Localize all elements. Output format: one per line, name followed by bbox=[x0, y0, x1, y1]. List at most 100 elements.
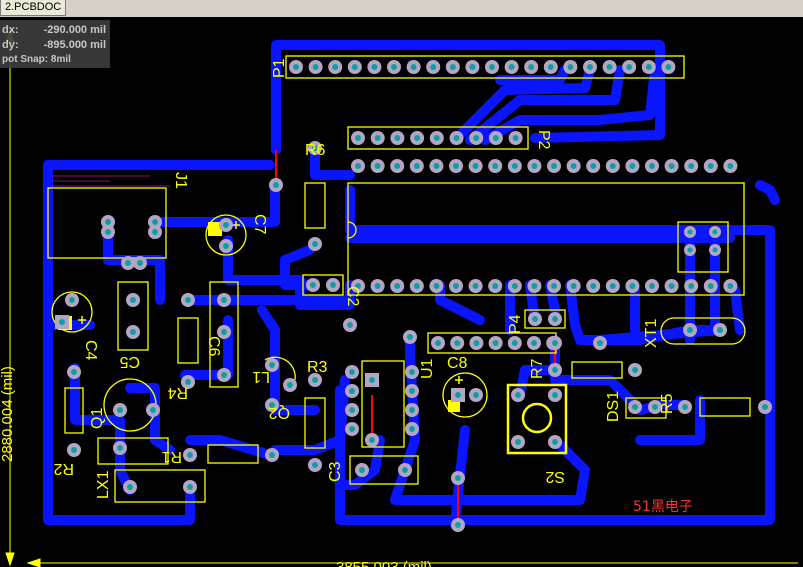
r2-outline bbox=[64, 387, 84, 434]
j1-fine-text bbox=[52, 175, 170, 187]
s2-pad-hole bbox=[515, 392, 521, 398]
label-c6: C6 bbox=[205, 336, 222, 357]
label-r6: R6 bbox=[305, 142, 326, 159]
c7-pad-hole bbox=[223, 222, 229, 228]
c8-header-pad-hole bbox=[454, 340, 461, 346]
u2-pad-hole bbox=[433, 163, 440, 169]
p1-pad-hole bbox=[332, 64, 339, 70]
q1-pad-hole bbox=[150, 407, 156, 413]
r7-pad-hole bbox=[597, 340, 603, 346]
c8-header-pad-hole bbox=[531, 340, 537, 346]
u2-pad-hole bbox=[649, 283, 655, 289]
c4-pad-hole bbox=[69, 297, 75, 303]
label-r3: R3 bbox=[307, 359, 328, 376]
c8-can-outline bbox=[442, 372, 488, 418]
u2-pad-hole bbox=[492, 163, 499, 169]
p1-pad-hole bbox=[626, 64, 633, 70]
jumper-pad-hole bbox=[273, 182, 279, 188]
ds1-pad-hole bbox=[632, 404, 638, 410]
u2-pad-hole bbox=[551, 283, 557, 289]
q2-pad-hole bbox=[269, 362, 275, 368]
r1-pad-hole bbox=[187, 452, 193, 458]
u1-pad-hole bbox=[409, 388, 415, 394]
p2-pad-hole bbox=[512, 135, 519, 141]
label-s2: S2 bbox=[545, 468, 565, 485]
p2-outline bbox=[347, 126, 529, 150]
xt1-outline bbox=[660, 317, 746, 345]
u1-outline bbox=[361, 360, 405, 448]
snap-status: pot Snap: 8mil bbox=[2, 54, 71, 65]
c5-outline bbox=[117, 281, 149, 351]
component-pads bbox=[55, 60, 772, 532]
u2-pad-hole bbox=[492, 283, 499, 289]
p1-pad-hole bbox=[606, 64, 613, 70]
u2-pad-hole bbox=[355, 283, 361, 289]
c1-pad-hole bbox=[712, 229, 718, 235]
c5-pad-hole bbox=[130, 329, 136, 335]
u2-pad-hole bbox=[413, 163, 420, 169]
r2-pad-hole bbox=[71, 369, 77, 375]
c1-pad-hole bbox=[687, 229, 693, 235]
r3-pad-hole bbox=[312, 377, 318, 383]
u2-pad-hole bbox=[668, 283, 675, 289]
p1-pad-hole bbox=[547, 64, 554, 70]
p1-pad-hole bbox=[351, 64, 358, 70]
ds1-pad-hole bbox=[652, 404, 658, 410]
lx1-pad-hole bbox=[127, 484, 133, 490]
watermark-text: 51黑电子 bbox=[633, 499, 693, 515]
j1-outline bbox=[47, 187, 167, 259]
u2-pad-hole bbox=[609, 283, 616, 289]
c6-pad-hole bbox=[221, 297, 227, 303]
u2-pad-hole bbox=[374, 163, 381, 169]
p2-pad-hole bbox=[492, 135, 499, 141]
p1-pad-hole bbox=[430, 64, 437, 70]
u1-pad-hole bbox=[349, 407, 355, 413]
label-c4: C4 bbox=[82, 340, 99, 361]
c1-pad-hole bbox=[712, 247, 718, 253]
q2-pad-hole bbox=[269, 402, 275, 408]
label-r2: R2 bbox=[53, 460, 74, 477]
q2-pad-hole bbox=[287, 382, 293, 388]
p1-pad-hole bbox=[645, 64, 652, 70]
label-r1: R1 bbox=[161, 448, 182, 465]
r6-pad-hole bbox=[312, 145, 318, 151]
lx1-outline bbox=[114, 469, 206, 503]
u2-pad-hole bbox=[355, 163, 361, 169]
u2-pad-hole bbox=[727, 163, 734, 169]
label-j1: J1 bbox=[172, 172, 189, 189]
u1-pad-hole bbox=[369, 437, 375, 443]
r5-pad-hole bbox=[762, 404, 768, 410]
c3-pad-hole bbox=[359, 467, 365, 473]
p4-pad-hole bbox=[552, 316, 558, 322]
u2-pad-hole bbox=[707, 163, 714, 169]
via-pad-hole bbox=[347, 322, 353, 328]
c1-pad-hole bbox=[687, 247, 693, 253]
p1-pad-hole bbox=[489, 64, 495, 70]
p1-pad-hole bbox=[665, 64, 672, 70]
c8-header-pad-hole bbox=[473, 340, 480, 346]
p2-pad-hole bbox=[433, 135, 440, 141]
p2-pad-hole bbox=[473, 135, 480, 141]
label-c2: C2 bbox=[344, 286, 361, 307]
u2-pad-hole bbox=[453, 283, 459, 289]
u2-pad-hole bbox=[472, 283, 479, 289]
r3-outline bbox=[304, 397, 326, 449]
c8-pad-hole bbox=[455, 392, 461, 398]
label-lx1: LX1 bbox=[95, 470, 112, 499]
s2-pad-hole bbox=[515, 439, 521, 445]
u1-pad-hole bbox=[349, 369, 355, 375]
u2-outline bbox=[347, 182, 745, 296]
p2-pad-hole bbox=[394, 135, 401, 141]
c8-header-pad-hole bbox=[492, 340, 499, 346]
document-tab[interactable]: 2.PCBDOC bbox=[0, 0, 67, 16]
u2-pad-hole bbox=[374, 283, 381, 289]
u2-pad-hole bbox=[727, 283, 734, 289]
r7-pad-hole bbox=[552, 340, 558, 346]
u2-pad-hole bbox=[570, 283, 577, 289]
u2-pad-hole bbox=[649, 163, 655, 169]
via-pad-hole bbox=[455, 522, 461, 528]
p1-pad-hole bbox=[567, 64, 574, 70]
label-c5: C5 bbox=[119, 353, 140, 370]
c7-outline bbox=[205, 214, 247, 256]
